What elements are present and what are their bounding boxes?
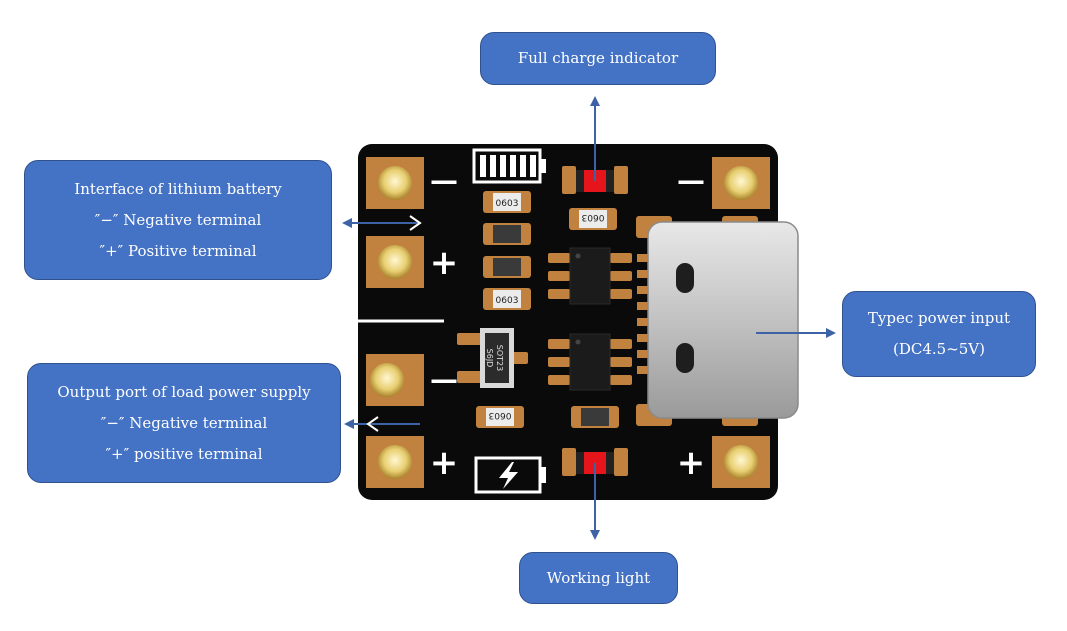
sot23-transistor: SOT23 S6JD: [457, 328, 528, 388]
sot23-label-line2: S6JD: [485, 349, 494, 368]
arrow-working-light: [590, 463, 600, 540]
resistor-0603-1-label: 0603: [496, 199, 519, 209]
arrow-full-charge: [590, 96, 600, 181]
load-output-negative: ″−″ Negative terminal: [100, 413, 268, 432]
battery-interface-title: Interface of lithium battery: [74, 179, 282, 198]
pad-input-positive: [712, 436, 770, 488]
resistor-0603-2: 0603: [569, 208, 617, 230]
symbol-output-negative: —: [430, 363, 458, 396]
pad-battery-positive: [366, 236, 424, 288]
typec-input-spec: (DC4.5~5V): [892, 340, 985, 358]
capacitor-2: [483, 256, 531, 278]
resistor-0603-1: 0603: [483, 191, 531, 213]
resistor-0603-3-label: 0603: [496, 296, 519, 306]
callout-full-charge-indicator: Full charge indicator: [480, 32, 716, 85]
pad-output-positive: [366, 436, 424, 488]
ic-chip-upper: [548, 247, 632, 305]
resistor-0603-2-label: 0603: [582, 212, 605, 222]
ic-chip-lower: [548, 333, 632, 391]
callout-lithium-battery-interface: Interface of lithium battery ″−″ Negativ…: [24, 160, 332, 280]
symbol-input-positive: +: [677, 443, 706, 483]
resistor-0603-3: 0603: [483, 288, 531, 310]
callout-load-output-port: Output port of load power supply ″−″ Neg…: [27, 363, 341, 483]
pad-input-negative: [712, 157, 770, 209]
load-output-title: Output port of load power supply: [57, 382, 311, 401]
battery-interface-negative: ″−″ Negative terminal: [94, 210, 262, 229]
resistor-0603-4-label: 0603: [489, 410, 512, 420]
arrow-battery-interface: [342, 215, 422, 231]
callout-working-light-text: Working light: [546, 568, 651, 587]
callout-working-light: Working light: [519, 552, 678, 604]
callout-typec-power-input: Typec power input (DC4.5~5V): [842, 291, 1036, 377]
symbol-input-negative: —: [677, 164, 705, 197]
capacitor-1: [483, 223, 531, 245]
battery-interface-positive: ″+″ Positive terminal: [99, 241, 257, 260]
load-output-positive: ″+″ positive terminal: [105, 444, 263, 463]
symbol-battery-negative: —: [430, 164, 458, 197]
battery-full-icon: [472, 148, 546, 184]
battery-charging-icon: [474, 456, 546, 494]
symbol-battery-positive: +: [430, 243, 459, 283]
arrow-load-output: [344, 416, 420, 432]
sot23-label-line1: SOT23: [495, 345, 504, 371]
typec-input-title: Typec power input: [867, 309, 1011, 327]
arrow-typec-input: [756, 328, 836, 338]
typec-connector: [636, 216, 799, 426]
symbol-output-positive: +: [430, 443, 459, 483]
capacitor-3: [571, 406, 619, 428]
resistor-0603-4: 0603: [476, 406, 524, 428]
pad-output-negative: [366, 354, 424, 406]
pad-battery-negative: [366, 157, 424, 209]
callout-full-charge-text: Full charge indicator: [517, 49, 679, 67]
